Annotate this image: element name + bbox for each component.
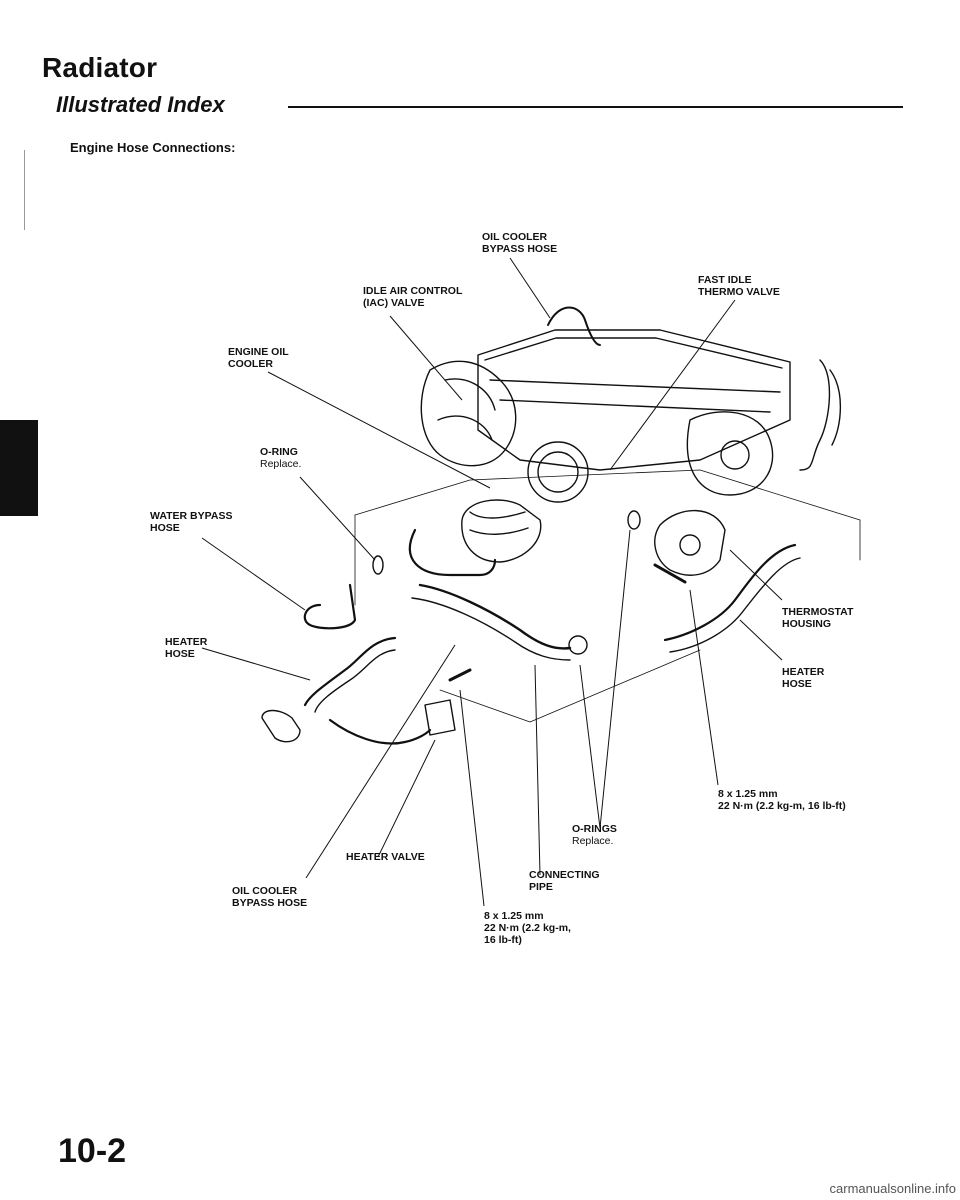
bolt-spec-bottom-torque-1: 22 N·m (2.2 kg-m, (484, 922, 571, 934)
bolt-thermostat (655, 565, 685, 582)
section-heading: Engine Hose Connections: (70, 140, 236, 155)
water-bypass-pipe (305, 585, 355, 628)
title-rule (288, 106, 903, 108)
label-idle-air-control-valve: IDLE AIR CONTROL (IAC) VALVE (363, 285, 463, 309)
label-heater-valve: HEATER VALVE (346, 851, 425, 863)
bolt-pipe (450, 670, 470, 680)
label-fast-idle-thermo-valve: FAST IDLE THERMO VALVE (698, 274, 780, 298)
page-number: 10-2 (58, 1132, 127, 1170)
thermostat-housing (655, 511, 725, 576)
heater-valve-hose (330, 720, 430, 743)
oil-cooler-bypass-hose-top (548, 308, 600, 346)
heater-hose-right (665, 545, 795, 640)
label-connecting-pipe: CONNECTING PIPE (529, 869, 600, 893)
label-bolt-spec-bottom: 8 x 1.25 mm 22 N·m (2.2 kg-m, 16 lb-ft) (484, 910, 571, 946)
heater-pipe-flange (262, 711, 300, 742)
bolt-spec-bottom-torque-2: 16 lb-ft) (484, 934, 522, 946)
section-tab-marker (0, 420, 38, 516)
valve-cover (485, 338, 782, 368)
leader-lines (202, 258, 782, 906)
heater-hose-left (305, 638, 395, 705)
bolt-spec-right-size: 8 x 1.25 mm (718, 788, 778, 800)
label-o-rings: O-RINGS Replace. (572, 823, 617, 847)
o-ring-title: O-RING (260, 446, 298, 458)
label-heater-hose-right: HEATER HOSE (782, 666, 825, 690)
o-ring-note: Replace. (260, 458, 302, 470)
label-water-bypass-hose: WATER BYPASS HOSE (150, 510, 233, 534)
label-heater-hose-left: HEATER HOSE (165, 636, 208, 660)
intake-manifold (421, 361, 515, 465)
bolt-spec-bottom-size: 8 x 1.25 mm (484, 910, 544, 922)
o-rings-note: Replace. (572, 835, 614, 847)
page-title: Radiator (42, 52, 158, 83)
vacuum-lines (800, 360, 829, 470)
distributor (687, 412, 772, 495)
label-o-ring: O-RING Replace. (260, 446, 301, 470)
heater-valve (425, 700, 455, 735)
o-rings-title: O-RINGS (572, 823, 617, 835)
cylinder-head (478, 330, 790, 470)
throttle-body (528, 442, 588, 502)
footer-watermark: carmanualsonline.info (829, 1181, 956, 1196)
label-oil-cooler-bypass-hose-top: OIL COOLER BYPASS HOSE (482, 231, 558, 255)
oil-cooler-body (462, 500, 541, 562)
label-oil-cooler-bypass-hose-bottom: OIL COOLER BYPASS HOSE (232, 885, 308, 909)
label-engine-oil-cooler: ENGINE OIL COOLER (228, 346, 289, 370)
label-thermostat-housing: THERMOSTAT HOUSING (782, 606, 854, 630)
margin-line (24, 150, 25, 230)
connecting-pipe (420, 585, 570, 648)
page-subtitle: Illustrated Index (56, 92, 225, 117)
o-ring-right (628, 511, 640, 529)
bolt-spec-right-torque: 22 N·m (2.2 kg-m, 16 lb-ft) (718, 800, 846, 812)
o-ring-left (373, 556, 383, 574)
label-bolt-spec-right: 8 x 1.25 mm 22 N·m (2.2 kg-m, 16 lb-ft) (718, 788, 846, 812)
connecting-pipe-oring (569, 636, 587, 654)
water-bypass-hose (410, 530, 495, 575)
